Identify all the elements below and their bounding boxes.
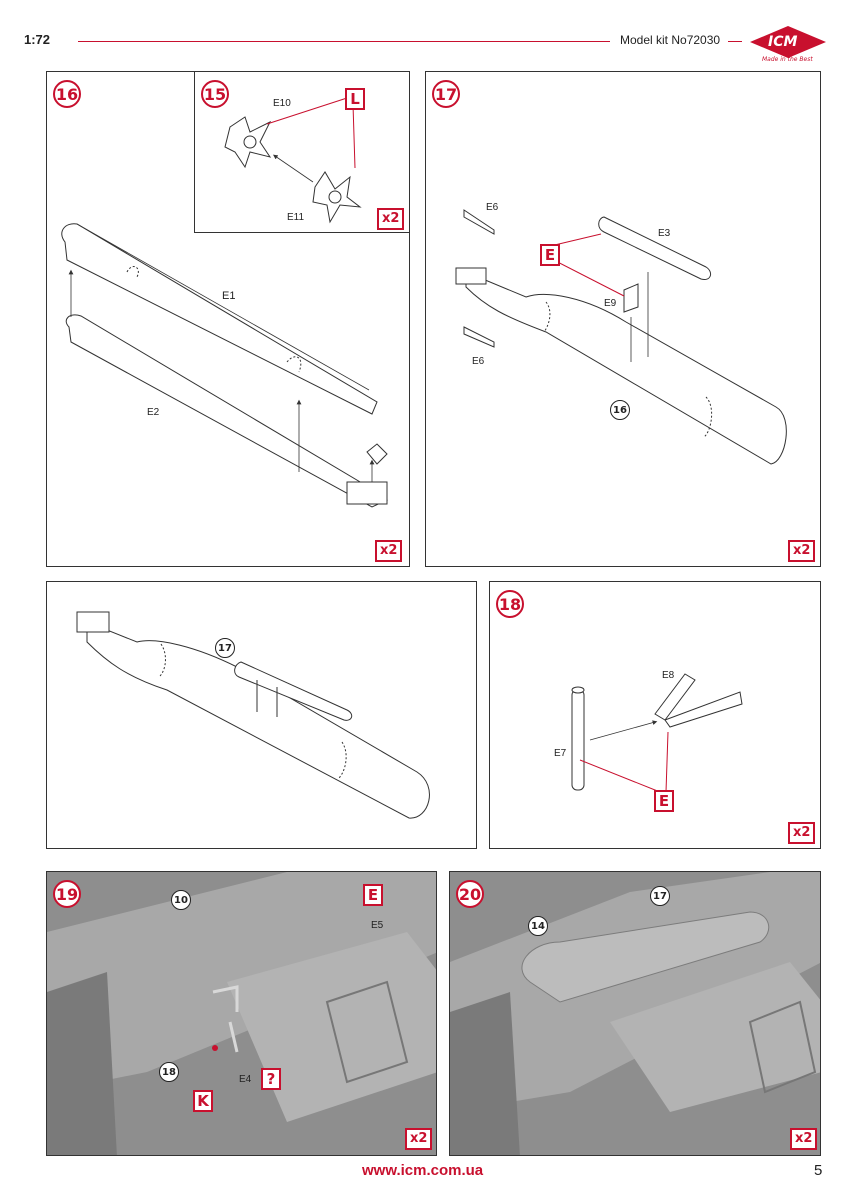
color-code-e: E [654, 790, 674, 812]
torpedo-mount-drawing [455, 209, 787, 465]
model-kit-label: Model kit No72030 [620, 33, 721, 47]
step-20-number: 20 [456, 880, 484, 908]
part-e6-bottom-label: E6 [472, 356, 485, 367]
color-code-e: E [363, 884, 383, 906]
color-code-e: E [540, 244, 560, 266]
part-e5-label: E5 [371, 920, 384, 931]
scale-label: 1:72 [24, 32, 51, 47]
reference-18: 18 [159, 1062, 179, 1082]
step-15-panel: 15 L E10 E11 x2 [194, 71, 410, 233]
step-17-multiplier: x2 [788, 540, 816, 562]
aircraft-photo-20 [450, 872, 820, 1155]
reference-10: 10 [171, 890, 191, 910]
part-e2-label: E2 [147, 407, 160, 418]
step-20-multiplier: x2 [790, 1128, 818, 1150]
assembled-torpedo-drawing [76, 611, 430, 819]
step-16-panel: 16 E1 E2 x2 [46, 71, 410, 567]
color-code-k: K [193, 1090, 213, 1112]
step-18-number: 18 [496, 590, 524, 618]
step-18-panel: 18 E8 E7 E x2 [489, 581, 821, 849]
part-e7-label: E7 [554, 748, 567, 759]
step-19-number: 19 [53, 880, 81, 908]
step-19-panel: 19 10 E E5 18 E4 ? K x2 [46, 871, 437, 1156]
step-19-photo [47, 872, 436, 1155]
torpedo-assembly-drawing [61, 223, 388, 508]
header-rule [78, 41, 610, 42]
part-e4-label: E4 [239, 1074, 252, 1085]
step-16-number: 16 [53, 80, 81, 108]
step-17-result-panel: 17 [46, 581, 477, 849]
part-e9-label: E9 [604, 298, 617, 309]
part-e11-label: E11 [287, 212, 305, 223]
step-20-panel: 20 14 17 x2 [449, 871, 821, 1156]
step-17-number: 17 [432, 80, 460, 108]
logo-text: ICM [768, 34, 798, 50]
header-rule-right [728, 41, 742, 42]
step-15-multiplier: x2 [377, 208, 405, 230]
reference-14: 14 [528, 916, 548, 936]
color-code-l: L [345, 88, 365, 110]
step-18-multiplier: x2 [788, 822, 816, 844]
step-15-number: 15 [201, 80, 229, 108]
part-e10-label: E10 [273, 98, 291, 109]
part-e1-label: E1 [222, 290, 236, 302]
footer-url[interactable]: www.icm.com.ua [362, 1162, 484, 1179]
icm-logo: ICM Made in the Best [748, 24, 828, 66]
step-20-photo [450, 872, 820, 1155]
part-e6-top-label: E6 [486, 202, 499, 213]
reference-17: 17 [650, 886, 670, 906]
part-e3-label: E3 [658, 228, 671, 239]
step-17-panel: 17 E E6 E6 E3 E9 16 x2 [425, 71, 821, 567]
reference-17: 17 [215, 638, 235, 658]
page-number: 5 [814, 1162, 823, 1179]
step-19-multiplier: x2 [405, 1128, 433, 1150]
reference-16: 16 [610, 400, 630, 420]
logo-tagline: Made in the Best [762, 56, 813, 63]
propeller-assembly-drawing [224, 97, 362, 224]
aircraft-photo-19 [47, 872, 436, 1155]
color-code-question: ? [261, 1068, 281, 1090]
step-16-multiplier: x2 [375, 540, 403, 562]
part-e8-label: E8 [662, 670, 675, 681]
strut-assembly-drawing [571, 673, 743, 793]
